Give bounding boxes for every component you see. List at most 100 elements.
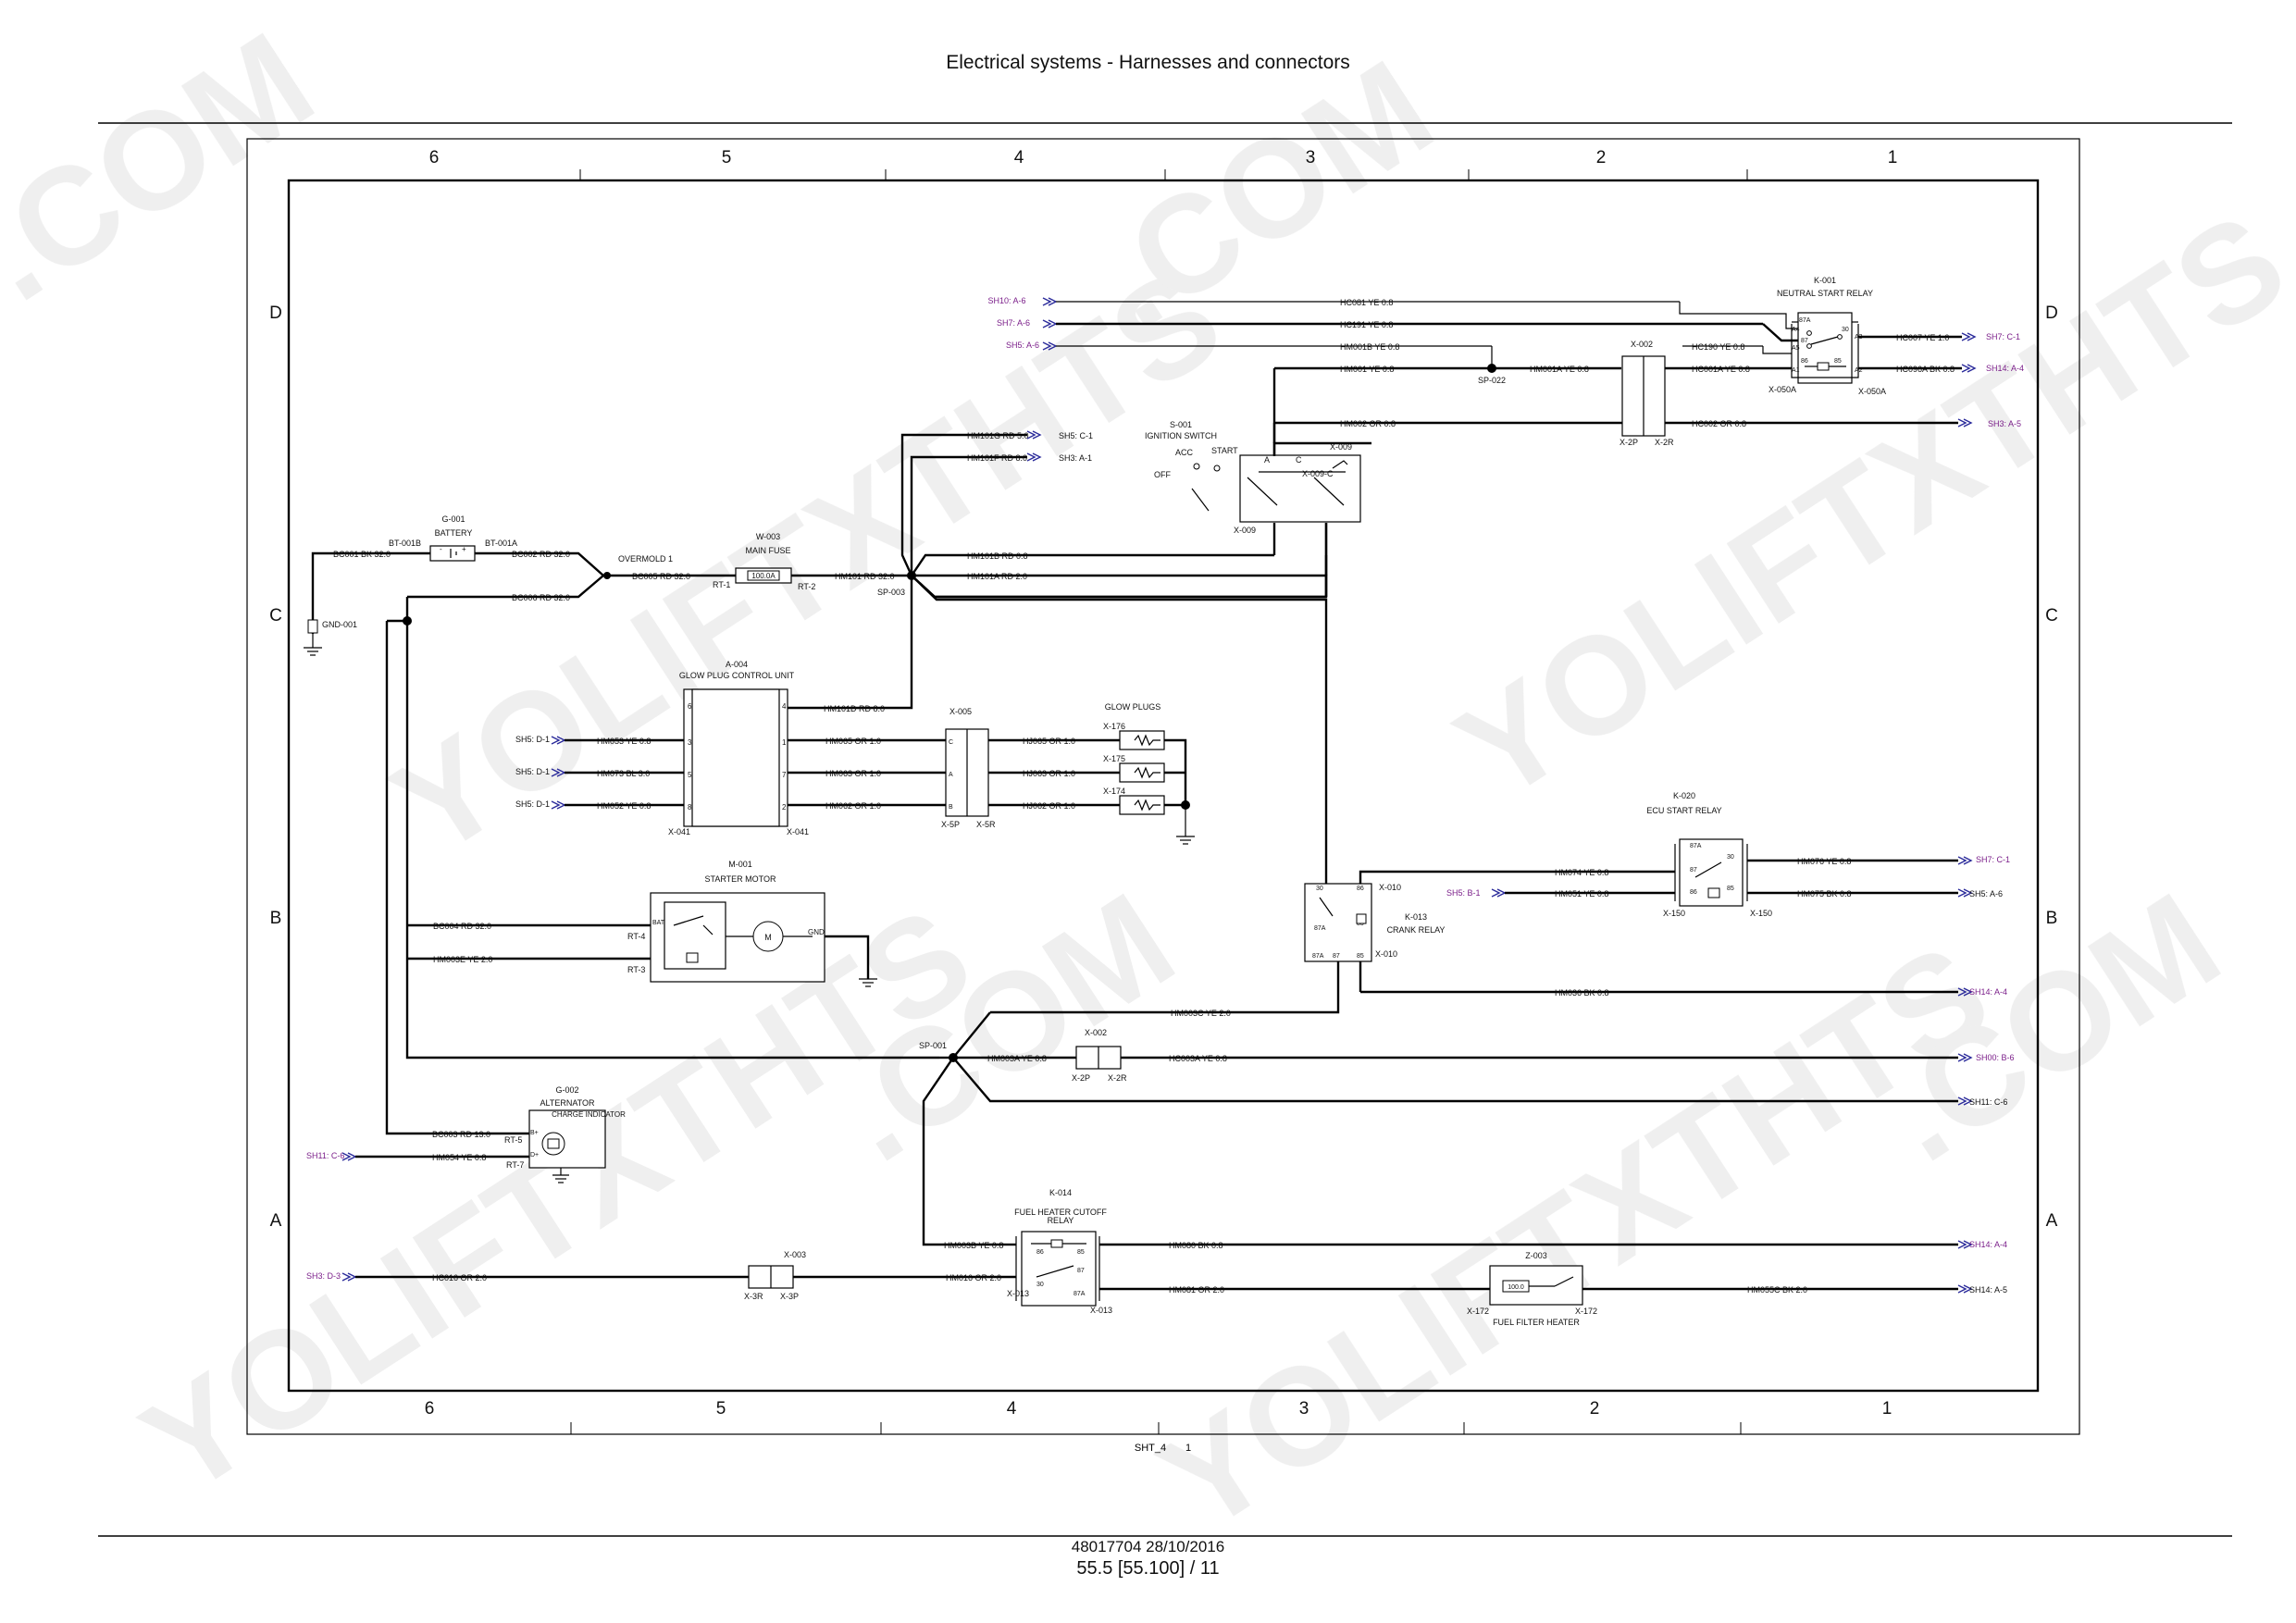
terminal-label: BT-001B (389, 539, 421, 548)
pin-label: 87 (1690, 867, 1697, 873)
connector-label: X-3P (780, 1292, 799, 1301)
wire-label: HJ063 OR 1.0 (1023, 769, 1075, 778)
connector-label: X-013 (1007, 1289, 1029, 1298)
switch-body (1239, 454, 1361, 523)
wire-label: HJ065 OR 1.0 (1023, 737, 1075, 746)
switch-name: IGNITION SWITCH (1145, 431, 1217, 440)
fuse-name: MAIN FUSE (745, 546, 790, 555)
wire-label: HM101 RD 32.0 (835, 572, 895, 581)
wire-label: HC190 YE 0.8 (1692, 342, 1744, 352)
row-label: B (270, 909, 282, 928)
ref-sh11-c6: SH11: C-6 (1969, 1097, 2007, 1107)
pin-label: 30 (1842, 327, 1849, 333)
wire-label: HM001A YE 0.8 (1530, 365, 1589, 374)
wire-label: HM003E YE 2.0 (433, 955, 492, 964)
ref-sh7: SH7: A-6 (997, 318, 1030, 328)
drawing-frame (246, 138, 2080, 1435)
wire-label: HM054 YE 0.8 (432, 1153, 486, 1162)
pin-label: 85 (1077, 1249, 1085, 1256)
pin-label: A1 (1792, 367, 1800, 374)
connector-label: X-009-C (1302, 469, 1334, 478)
pin-label: 85 (1834, 358, 1842, 365)
motor-id: M-001 (728, 860, 752, 869)
connector-label: X-174 (1103, 787, 1125, 796)
wire-label: HC096A BK 0.8 (1896, 365, 1955, 374)
connector-label: X-002 (1631, 340, 1653, 349)
wire-label: HM003A YE 0.8 (987, 1054, 1047, 1063)
terminal-label: RT-5 (504, 1135, 522, 1145)
crank-relay-circuit: 30 86 87A 85 87 87A 85 X-010 X-010 K-013… (990, 791, 2010, 1018)
fuel-heater-circuit: K-014 FUEL HEATER CUTOFF RELAY 86 85 30 … (306, 1188, 2007, 1327)
relay-id: K-001 (1814, 276, 1836, 285)
switch-id: S-001 (1170, 420, 1192, 429)
connector-label: X-009 (1330, 442, 1352, 452)
relay-k001 (1797, 312, 1853, 384)
connector-label: X-175 (1103, 754, 1125, 763)
row-label: C (269, 606, 282, 626)
col-label: 6 (429, 148, 440, 167)
wire-label: HM003B YE 0.8 (944, 1241, 1003, 1250)
relay-name: CRANK RELAY (1387, 925, 1446, 935)
wire-label: HC002 OR 0.8 (1692, 419, 1746, 428)
wire-label: HM016 OR 2.0 (946, 1273, 1001, 1282)
relay-id: K-013 (1405, 912, 1427, 922)
terminal-label: RT-3 (627, 965, 645, 974)
relay-id: K-020 (1673, 791, 1695, 800)
heater-id: Z-003 (1525, 1251, 1547, 1260)
svg-text:YOLIFTXTHTS: YOLIFTXTHTS (1135, 914, 2015, 1561)
battery-symbol (429, 545, 476, 562)
connector-label: X-2P (1620, 438, 1638, 447)
motor-name: STARTER MOTOR (704, 874, 776, 884)
pin-label: 85 (1727, 886, 1734, 892)
wire-label: BC006 RD 32.0 (512, 593, 570, 602)
pin-label: A (1264, 455, 1270, 465)
alternator-circuit: G-002 ALTERNATOR CHARGE INDICATOR B+ D+ … (306, 1085, 626, 1183)
ref-sh00-b6: SH00: B-6 (1976, 1053, 2015, 1062)
connector-label: X-2P (1072, 1073, 1090, 1083)
splice-label: SP-003 (877, 588, 905, 597)
ref-sh14-a4: SH14: A-4 (1969, 987, 2007, 997)
col-label: 2 (1590, 1399, 1600, 1419)
relay-name: FUEL HEATER CUTOFF (1014, 1208, 1107, 1217)
connector-label: X-005 (949, 707, 972, 716)
pin-label: 30 (1036, 1282, 1044, 1288)
heater-name: FUEL FILTER HEATER (1493, 1318, 1580, 1327)
wire-label: HM002 OR 0.8 (1340, 419, 1396, 428)
pin-label: B (949, 804, 953, 811)
row-label: A (2046, 1211, 2058, 1231)
wire-label: HM080 BK 0.8 (1169, 1241, 1223, 1250)
wire-label: HC007 YE 1.0 (1896, 333, 1949, 342)
wire-label: HC081 YE 0.8 (1340, 298, 1393, 307)
col-label: 1 (1882, 1399, 1893, 1419)
pin-label: 86 (1690, 889, 1697, 896)
col-label: 2 (1596, 148, 1607, 167)
ref-sh5-b1: SH5: B-1 (1446, 888, 1481, 898)
wire-label: HM003C YE 2.0 (1171, 1009, 1231, 1018)
switch-pos: OFF (1154, 470, 1171, 479)
pin-label: + (462, 545, 466, 553)
ref-sh3-a5: SH3: A-5 (1988, 419, 2021, 428)
starter-motor-circuit: M-001 STARTER MOTOR BAT GND RT-4 RT-3 M … (385, 597, 939, 1135)
sheet-name: SHT_4 (1135, 1443, 1166, 1454)
battery-name: BATTERY (435, 528, 473, 538)
connector-label: X-013 (1090, 1306, 1112, 1315)
pin-label: C (1296, 455, 1302, 465)
wire-label: HM053 YE 0.8 (597, 737, 651, 746)
pin-label: 85 (1357, 953, 1364, 960)
col-label: 4 (1007, 1399, 1017, 1419)
pin-label: 87A (1312, 953, 1324, 960)
connector-label: X-150 (1663, 909, 1685, 918)
pin-label: 1 (782, 738, 787, 747)
splice-label: SP-001 (919, 1041, 947, 1050)
sp001-circuit: SP-001 HM003A YE 0.8 SH11: C-6 X-002 X-2… (919, 1011, 2015, 1246)
svg-text:.COM: .COM (1070, 31, 1458, 358)
connector-label: X-176 (1103, 722, 1125, 731)
ref-sh5-c1: SH5: C-1 (1059, 431, 1093, 440)
pin-label: 30 (1727, 854, 1734, 861)
col-label: 5 (716, 1399, 726, 1419)
pin-label: 87A (1690, 843, 1702, 849)
alternator (528, 1109, 606, 1169)
wire-label: HM052 YE 0.8 (597, 801, 651, 811)
wire-label: HM101G RD 5.0 (967, 431, 1029, 440)
connector-label: X-3R (744, 1292, 763, 1301)
